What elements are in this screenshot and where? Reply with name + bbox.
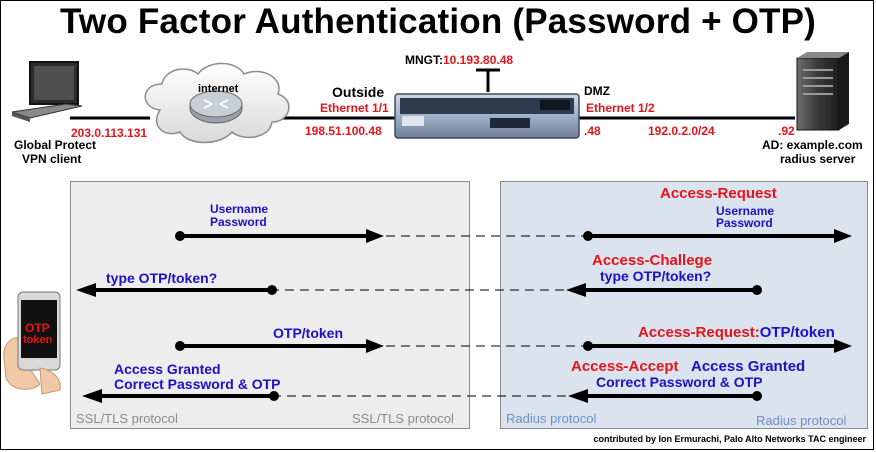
ssl-panel-label-left: SSL/TLS protocol: [76, 411, 178, 426]
step3-radius: Access-Request:OTP/token: [638, 324, 835, 341]
outside-ip: 198.51.100.48: [305, 124, 382, 138]
phone-token-icon: [3, 291, 61, 395]
step2-radius-line1: type OTP/token?: [600, 268, 712, 284]
step2-client-line1: type OTP/token?: [106, 270, 218, 286]
phone-label-line1: OTP: [25, 321, 50, 335]
step1-radius-type: Access-Request: [660, 185, 777, 202]
step3-client-line1: OTP/token: [273, 325, 344, 341]
mgmt-label: MNGT:10.193.80.48: [405, 53, 513, 67]
step2-radius-type: Access-Challege: [592, 252, 713, 269]
server-label-line1: AD: example.com: [762, 138, 863, 152]
laptop-icon: [11, 61, 83, 122]
radius-panel-label-left: Radius protocol: [506, 411, 597, 426]
firewall-icon: [394, 93, 580, 139]
ssl-panel-label-right: SSL/TLS protocol: [352, 411, 454, 426]
step1-client-line2: Password: [210, 215, 267, 229]
message-arrows: [76, 229, 852, 403]
step1-radius-line1: Username: [716, 204, 775, 218]
server-ip: .92: [778, 124, 795, 138]
mgmt-ip: 10.193.80.48: [443, 53, 514, 67]
server-label-line2: radius server: [780, 152, 856, 166]
dmz-interface: Ethernet 1/2: [586, 101, 655, 115]
network-links: [70, 68, 795, 120]
outside-zone-label: Outside: [332, 84, 385, 100]
client-ip: 203.0.113.131: [71, 126, 148, 140]
step1-client-line1: Username: [210, 202, 269, 216]
dmz-zone-label: DMZ: [584, 84, 610, 98]
radius-panel: [500, 181, 868, 429]
outside-interface: Ethernet 1/1: [320, 101, 389, 115]
ssl-tls-panel: [70, 181, 470, 429]
dmz-ip: .48: [584, 124, 601, 138]
server-icon: [796, 52, 849, 131]
client-label-line1: Global Protect: [14, 138, 97, 152]
client-label-line2: VPN client: [22, 152, 82, 166]
step1-radius-line2: Password: [716, 216, 773, 230]
step4-radius-line1: Access Granted: [691, 358, 806, 375]
internet-cloud-icon: [144, 62, 290, 144]
step4-radius-line2: Correct Password & OTP: [596, 374, 763, 390]
step3-radius-type: Access-Request:: [638, 324, 760, 341]
step4-client-line1: Access Granted: [114, 361, 221, 377]
internet-label: internet: [198, 83, 239, 95]
credit-line: contributed by Ion Ermurachi, Palo Alto …: [593, 434, 866, 444]
dmz-subnet: 192.0.2.0/24: [648, 124, 715, 138]
step4-radius-type: Access-Accept: [571, 358, 679, 375]
page-title: Two Factor Authentication (Password + OT…: [59, 2, 817, 41]
radius-panel-label-right: Radius protocol: [756, 413, 847, 428]
step3-radius-line1: OTP/token: [759, 324, 835, 341]
mgmt-label-text: MNGT:: [405, 53, 443, 67]
step4-client-line2: Correct Password & OTP: [114, 376, 281, 392]
phone-label-line2: token: [23, 334, 53, 346]
